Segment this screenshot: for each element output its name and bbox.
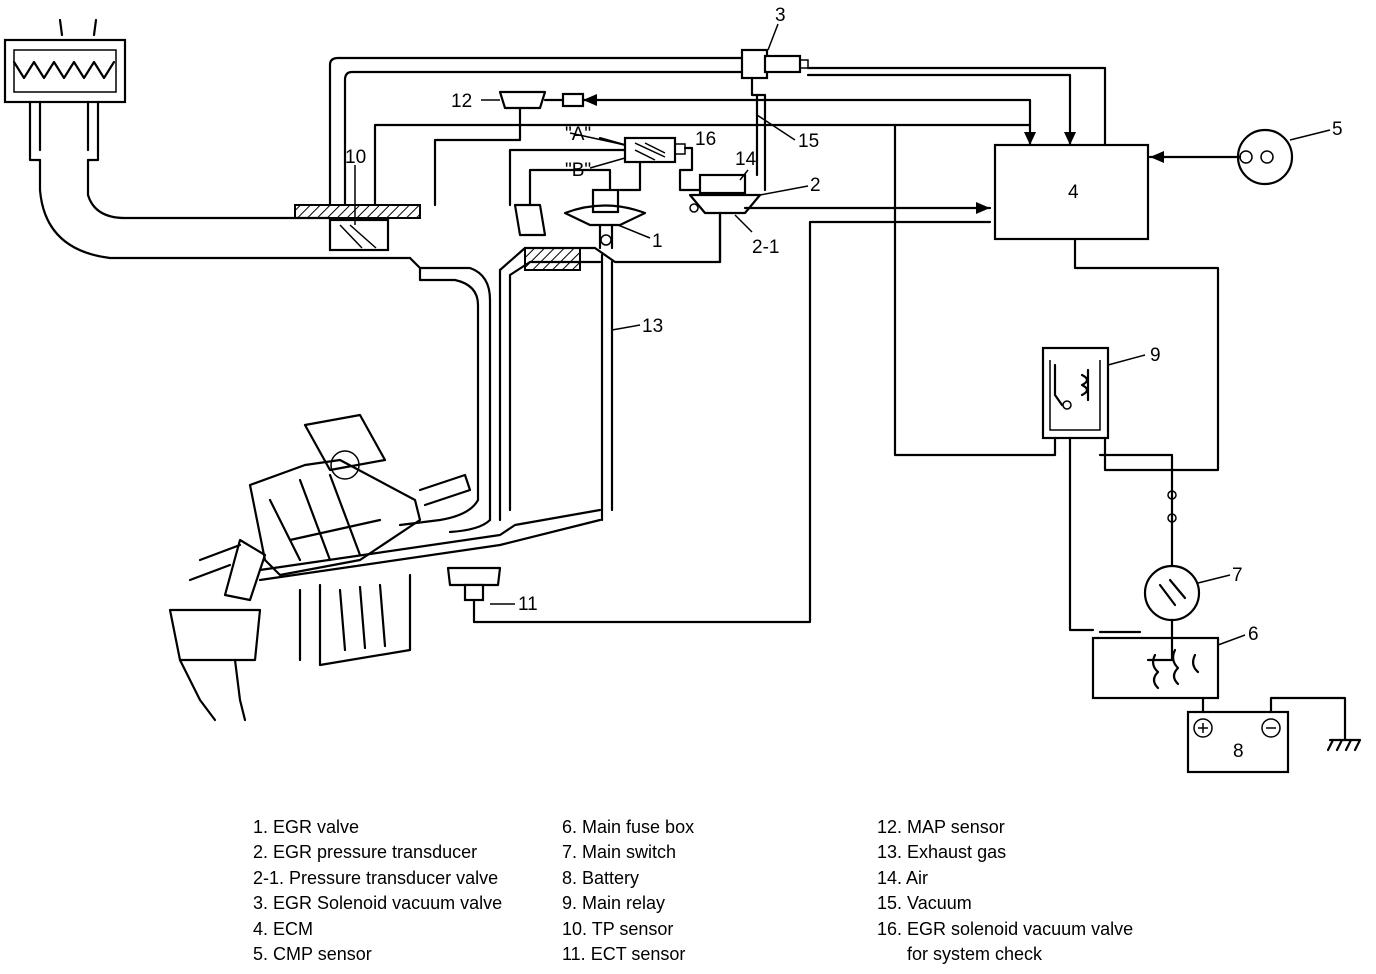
callout-3: 3: [775, 5, 786, 26]
main-relay: [1041, 346, 1110, 440]
port-b-label: "B": [565, 160, 591, 181]
callout-11: 11: [518, 594, 538, 615]
legend-item: 5. CMP sensor: [253, 944, 372, 965]
callout-7: 7: [1232, 565, 1243, 586]
callout-6: 6: [1248, 624, 1259, 645]
ecm: [993, 143, 1150, 241]
map-sensor: [498, 90, 585, 110]
legend-item: 3. EGR Solenoid vacuum valve: [253, 893, 503, 914]
air-cleaner: [3, 18, 127, 162]
legend-item: 6. Main fuse box: [562, 817, 695, 837]
legend-item: 13. Exhaust gas: [877, 842, 1007, 863]
legend-item: 8. Battery: [562, 867, 640, 888]
callout-5: 5: [1332, 119, 1343, 140]
callout-16: 16: [695, 129, 716, 150]
main-switch: [1143, 564, 1201, 622]
egr-system-diagram: 1 2 2-1 3 4 5 6 7 8 9 10 11 12 13 14 15 …: [3, 5, 1362, 774]
egr-valve: [513, 188, 647, 522]
ect-sensor: [446, 566, 502, 624]
callout-9: 9: [1150, 345, 1161, 366]
hoses: [328, 56, 1032, 264]
callout-8: 8: [1233, 741, 1244, 762]
callout-15: 15: [798, 131, 819, 152]
main-fuse-box: [1091, 630, 1220, 700]
arrowheads: [583, 94, 1164, 214]
legend-item: 16. EGR solenoid vacuum valve: [877, 918, 1134, 939]
cmp-sensor: [1236, 128, 1294, 186]
callout-labels: 1 2 2-1 3 4 5 6 7 8 9 10 11 12 13 14 15 …: [345, 5, 1343, 762]
egr-pressure-transducer: [688, 173, 762, 215]
legend-item: 14. Air: [877, 867, 929, 888]
legend-item: 2-1. Pressure transducer valve: [253, 867, 499, 888]
legend-item: 15. Vacuum: [877, 893, 972, 914]
port-a-label: "A": [565, 124, 591, 145]
leader-lines: [354, 23, 1331, 646]
legend-column-2: 6. Main fuse box 7. Main switch 8. Batte…: [562, 815, 694, 967]
engine: [168, 413, 602, 722]
legend-item: 4. ECM: [253, 918, 314, 939]
legend-item: 2. EGR pressure transducer: [253, 842, 478, 863]
legend-column-3: 12. MAP sensor 13. Exhaust gas 14. Air 1…: [877, 815, 1133, 967]
callout-1: 1: [652, 231, 663, 252]
legend-item: for system check: [877, 944, 1043, 965]
system-check-solenoid-valve: [623, 136, 686, 164]
callout-2-1: 2-1: [752, 237, 779, 258]
legend-item: 9. Main relay: [562, 893, 666, 914]
legend: 1. EGR valve 2. EGR pressure transducer …: [0, 815, 1376, 970]
legend-item: 10. TP sensor: [562, 918, 674, 939]
legend-item: 1. EGR valve: [253, 817, 360, 837]
tp-sensor: [294, 204, 421, 252]
wires: [472, 66, 1362, 752]
legend-item: 12. MAP sensor: [877, 817, 1005, 837]
battery: [1186, 710, 1290, 774]
callout-10: 10: [345, 147, 366, 168]
callout-13: 13: [642, 316, 663, 337]
callout-14: 14: [735, 149, 757, 170]
callout-4: 4: [1068, 182, 1079, 203]
egr-solenoid-vacuum-valve: [740, 48, 809, 112]
legend-item: 11. ECT sensor: [562, 944, 686, 965]
legend-item: 7. Main switch: [562, 842, 677, 863]
legend-column-1: 1. EGR valve 2. EGR pressure transducer …: [253, 815, 502, 967]
callout-12: 12: [451, 91, 472, 112]
callout-2: 2: [810, 175, 821, 196]
